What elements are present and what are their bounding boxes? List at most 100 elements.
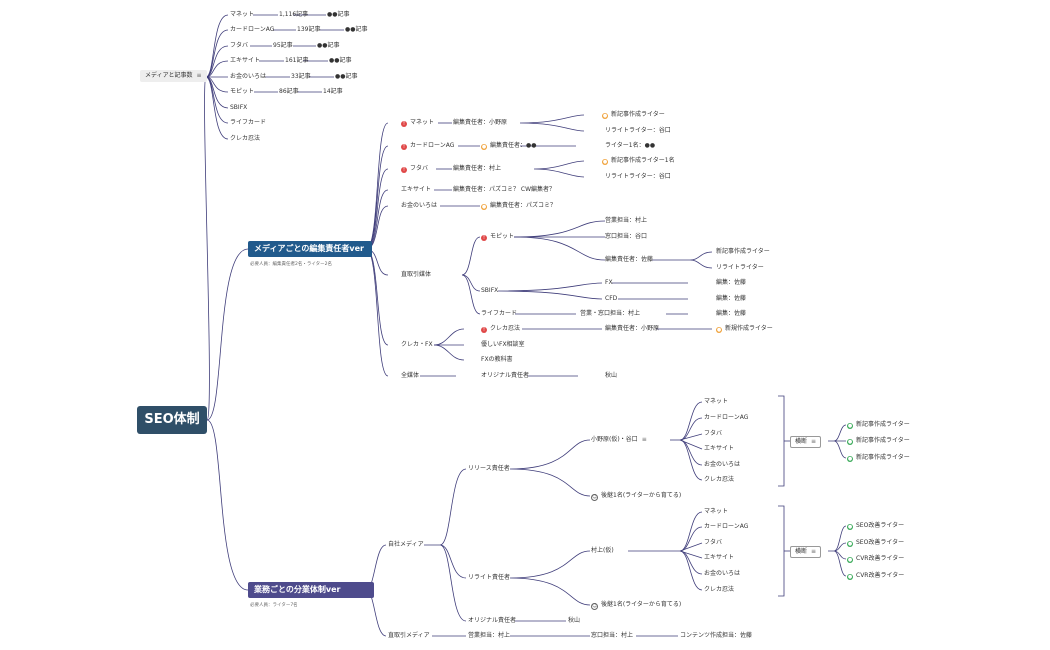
writer-node[interactable]: 新記事作成ライター: [716, 248, 770, 255]
person-node[interactable]: 秋山: [568, 617, 581, 624]
writer-node[interactable]: リライトライター: [716, 264, 764, 271]
role-node[interactable]: 窓口担当：谷口: [605, 233, 648, 240]
media-count-value[interactable]: 1,116記事: [279, 11, 309, 18]
role-node[interactable]: 窓口担当：村上: [591, 632, 634, 639]
role-node[interactable]: 編集責任者：佐藤: [605, 256, 654, 263]
role-node[interactable]: 編集：佐藤: [716, 310, 747, 317]
person-node[interactable]: 小野原(仮)・谷口≡: [591, 436, 647, 443]
successor-node[interactable]: ☺後継1名(ライターから育てる): [591, 601, 682, 610]
branch-division-of-work[interactable]: 業務ごとの分業体制ver: [248, 582, 374, 598]
media-node[interactable]: SBIFX: [481, 287, 499, 294]
media-count-extra[interactable]: ●●記事: [327, 11, 350, 18]
role-node[interactable]: 営業担当：村上: [468, 632, 511, 639]
writer-node[interactable]: ●SEO改善ライター: [847, 522, 905, 530]
writer-node[interactable]: ●新記事作成ライター: [847, 454, 910, 462]
editor-node[interactable]: ●編集責任者：パズコミ？: [481, 202, 557, 210]
media-count-value[interactable]: 95記事: [273, 42, 293, 49]
media-node[interactable]: エキサイト: [704, 445, 735, 452]
media-node[interactable]: !カードローンAG: [401, 142, 455, 150]
writer-node[interactable]: ●CVR改善ライター: [847, 555, 905, 563]
media-node[interactable]: 優しいFX相談室: [481, 341, 525, 348]
media-node[interactable]: フタバ: [704, 430, 723, 437]
media-count-value[interactable]: 139記事: [297, 26, 321, 33]
original-owner-node[interactable]: オリジナル責任者: [468, 617, 517, 624]
media-count-extra[interactable]: ●●記事: [335, 73, 358, 80]
media-count-name[interactable]: モピット: [230, 88, 255, 95]
release-owner-node[interactable]: リリース責任者: [468, 465, 510, 472]
media-node[interactable]: FXの教科書: [481, 356, 513, 363]
media-node[interactable]: お金のいろは: [704, 570, 741, 577]
editor-node[interactable]: ●編集責任者：●●: [481, 142, 537, 150]
media-count-value[interactable]: 33記事: [291, 73, 311, 80]
writer-node[interactable]: ●新記事作成ライター1名: [602, 157, 675, 165]
media-node[interactable]: カードローンAG: [704, 414, 749, 421]
media-node[interactable]: フタバ: [704, 539, 723, 546]
media-count-value[interactable]: 161記事: [285, 57, 309, 64]
media-node[interactable]: !クレカ忍法: [481, 325, 521, 333]
person-node[interactable]: 村上(仮): [591, 547, 614, 554]
media-count-name[interactable]: マネット: [230, 11, 255, 18]
writer-node[interactable]: リライトライター：谷口: [605, 127, 671, 134]
editor-node[interactable]: 編集責任者：小野原: [605, 325, 660, 332]
role-node[interactable]: オリジナル責任者: [481, 372, 530, 379]
branch-media-editor[interactable]: メディアごとの編集責任者ver: [248, 241, 372, 257]
role-node[interactable]: 編集：佐藤: [716, 295, 747, 302]
media-count-extra[interactable]: ●●記事: [317, 42, 340, 49]
rewrite-owner-node[interactable]: リライト責任者: [468, 574, 511, 581]
writer-node[interactable]: ●SEO改善ライター: [847, 539, 905, 547]
product-node[interactable]: FX: [605, 279, 613, 286]
media-count-name[interactable]: SBIFX: [230, 104, 248, 111]
media-node[interactable]: !マネット: [401, 119, 435, 127]
media-node[interactable]: !モピット: [481, 233, 515, 241]
media-count-name[interactable]: ライフカード: [230, 119, 267, 126]
media-node[interactable]: エキサイト: [704, 554, 735, 561]
writer-node[interactable]: リライトライター：谷口: [605, 173, 671, 180]
role-node[interactable]: コンテンツ作成担当：佐藤: [680, 632, 753, 639]
writer-node[interactable]: ●新記事作成ライター: [847, 437, 910, 445]
media-count-value[interactable]: 86記事: [279, 88, 299, 95]
role-node[interactable]: 編集：佐藤: [716, 279, 747, 286]
writer-node[interactable]: ●新規作成ライター: [716, 325, 773, 333]
media-node[interactable]: !フタバ: [401, 165, 429, 173]
own-media-node[interactable]: 自社メディア: [388, 541, 424, 548]
media-count-name[interactable]: カードローンAG: [230, 26, 275, 33]
media-count-name[interactable]: フタバ: [230, 42, 249, 49]
media-node[interactable]: クレカ忍法: [704, 476, 735, 483]
editor-node[interactable]: 編集責任者：パズコミ？ CW編集者？: [453, 186, 556, 193]
writer-node[interactable]: ●新記事作成ライター: [602, 111, 665, 119]
cross-media-box[interactable]: 横断≡: [790, 436, 822, 448]
product-node[interactable]: CFD: [605, 295, 618, 302]
media-node[interactable]: お金のいろは: [704, 461, 741, 468]
media-node[interactable]: クレカ忍法: [704, 586, 735, 593]
media-node[interactable]: ライフカード: [481, 310, 518, 317]
direct-media-node[interactable]: 直取引媒体: [401, 271, 432, 278]
media-count-name[interactable]: エキサイト: [230, 57, 261, 64]
writer-node[interactable]: ライター1名：●●: [605, 142, 656, 149]
user-icon: ●: [847, 557, 853, 563]
media-count-extra[interactable]: ●●記事: [345, 26, 368, 33]
all-media-node[interactable]: 全媒体: [401, 372, 420, 379]
editor-node[interactable]: 編集責任者：小野原: [453, 119, 508, 126]
media-node[interactable]: マネット: [704, 398, 729, 405]
media-node[interactable]: お金のいろは: [401, 202, 438, 209]
writer-node[interactable]: ●CVR改善ライター: [847, 572, 905, 580]
person-node[interactable]: 秋山: [605, 372, 618, 379]
media-count-name[interactable]: クレカ忍法: [230, 135, 261, 142]
direct-media-node[interactable]: 直取引メディア: [388, 632, 430, 639]
root-node[interactable]: SEO体制: [137, 406, 207, 434]
media-node[interactable]: カードローンAG: [704, 523, 749, 530]
kureka-fx-node[interactable]: クレカ・FX: [401, 341, 433, 348]
media-counts-pill[interactable]: メディアと記事数≡: [140, 70, 207, 82]
role-node[interactable]: 営業担当：村上: [605, 217, 648, 224]
media-node[interactable]: マネット: [704, 508, 729, 515]
editor-node[interactable]: 編集責任者：村上: [453, 165, 502, 172]
person-icon: ●: [602, 113, 608, 119]
media-count-extra[interactable]: 14記事: [323, 88, 343, 95]
media-node[interactable]: エキサイト: [401, 186, 432, 193]
role-node[interactable]: 営業・窓口担当：村上: [580, 310, 641, 317]
media-count-name[interactable]: お金のいろは: [230, 73, 267, 80]
successor-node[interactable]: ☺後継1名(ライターから育てる): [591, 492, 682, 501]
cross-media-box[interactable]: 横断≡: [790, 546, 822, 558]
media-count-extra[interactable]: ●●記事: [329, 57, 352, 64]
writer-node[interactable]: ●新記事作成ライター: [847, 421, 910, 429]
